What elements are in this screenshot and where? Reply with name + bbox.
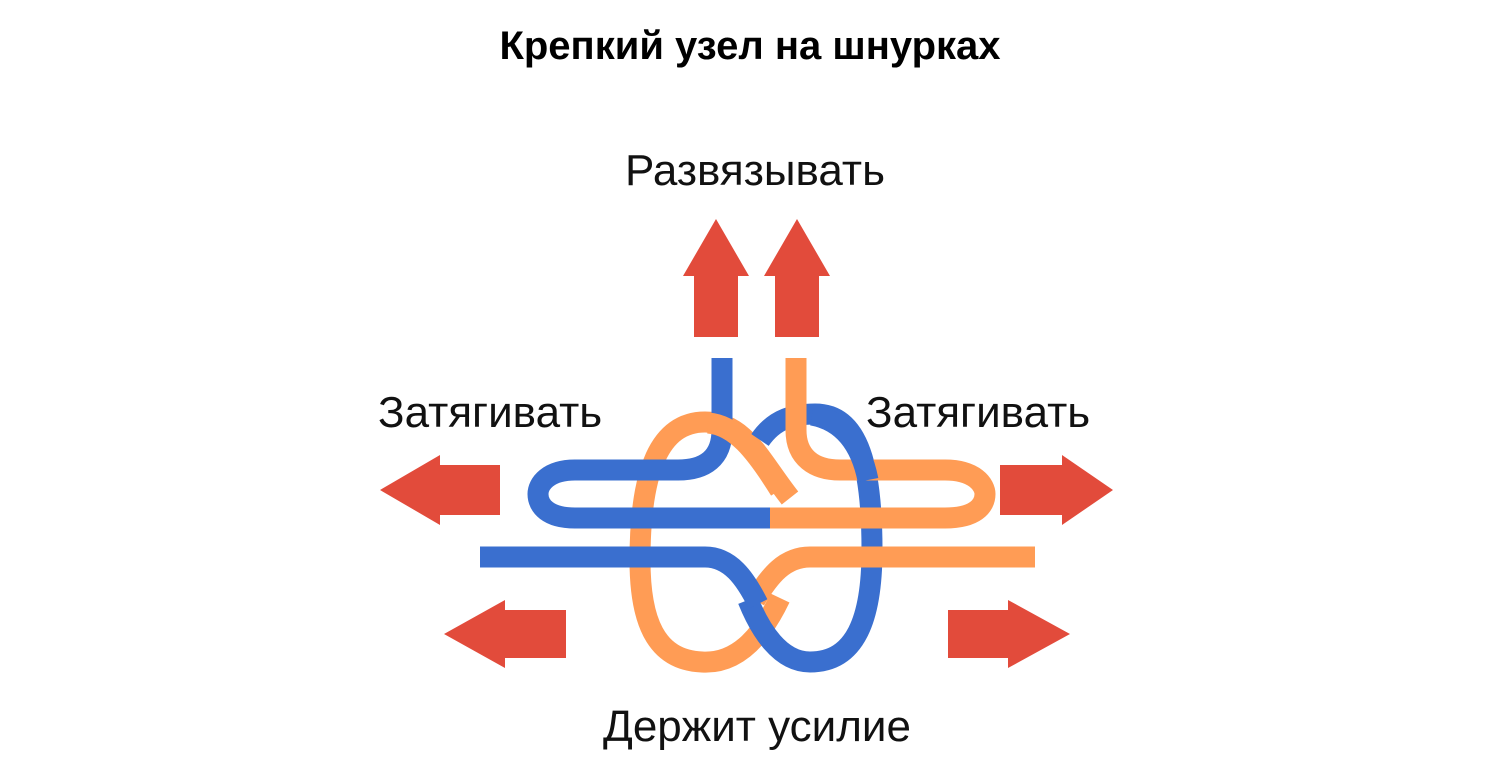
arrow-left-bottom [444,600,566,668]
label-untie: Развязывать [624,146,885,195]
orange-lace-crossing [706,412,789,496]
label-tighten-left: Затягивать [378,388,603,437]
orange-lace-end [750,358,996,529]
blue-lace-crossing [809,404,879,483]
force-arrows [380,219,1113,668]
arrow-up-right [764,219,830,337]
arrow-right-bottom [948,600,1070,668]
arrow-left-top [380,455,500,525]
diagram-title: Крепкий узел на шнурках [499,24,1001,68]
arrow-up-left [683,219,749,337]
arrow-right-top [1000,455,1113,525]
blue-lace-end [527,358,770,529]
label-tighten-right: Затягивать [866,388,1091,437]
orange-lace-standing [745,546,1035,606]
blue-lace-standing [480,546,768,609]
knot-laces [480,358,1035,673]
label-holds: Держит усилие [603,702,911,751]
